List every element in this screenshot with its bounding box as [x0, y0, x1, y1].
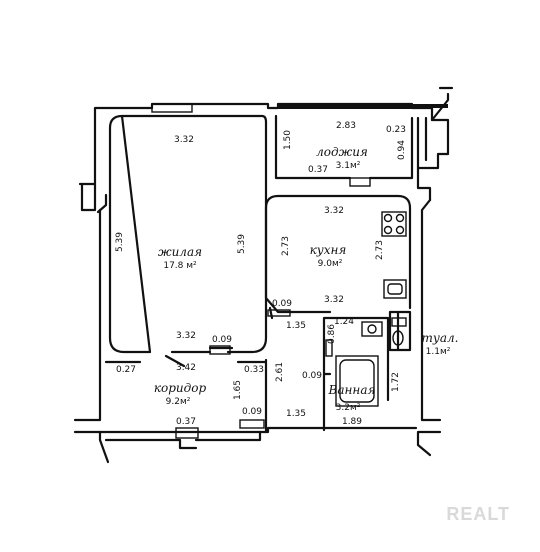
dim-living-right: 5.39	[237, 234, 247, 254]
dim-kitchen-top: 3.32	[324, 206, 344, 216]
dim-kitchen-bottom: 3.32	[324, 295, 344, 305]
dim-corridor-h2: 1.35	[286, 409, 306, 419]
dim-bath-top: 1.24	[334, 317, 354, 327]
toilet-icon	[391, 317, 407, 346]
toilet-name: туал.	[422, 331, 459, 345]
corridor-door-bottom	[239, 419, 265, 429]
dim-bath-door: 0.09	[302, 371, 322, 381]
kitchen-area: 9.0м²	[318, 259, 343, 269]
dim-kitchen-left: 2.73	[281, 236, 291, 256]
stove-icon	[381, 211, 407, 237]
kitchen-door	[267, 309, 291, 317]
dim-loggia-side: 0.94	[397, 140, 407, 160]
corridor-entry-door	[175, 427, 199, 439]
dim-loggia-right: 0.23	[386, 125, 406, 135]
kitchen-sink-icon	[383, 279, 407, 299]
loggia-door	[349, 177, 371, 187]
living-window	[151, 103, 193, 113]
corridor-partitions	[104, 346, 268, 434]
dim-kitchen-door: 0.09	[272, 299, 292, 309]
dim-bath-bottom: 1.89	[342, 417, 362, 427]
dim-bath-right: 1.72	[391, 372, 401, 392]
loggia-name: лоджия	[316, 145, 368, 159]
dimensions: 3.32 5.39 5.39 3.32 0.09 2.83 1.50 0.23 …	[115, 121, 407, 427]
dim-corridor-v1: 1.65	[233, 380, 243, 400]
dim-corridor-h: 1.35	[286, 321, 306, 331]
dim-loggia-bottom: 0.37	[308, 165, 328, 175]
living-room-area: 17.8 м²	[163, 261, 197, 271]
dim-loggia-left: 1.50	[283, 130, 293, 150]
dim-kitchen-right: 2.73	[375, 240, 385, 260]
dim-living-bottom: 3.32	[176, 331, 196, 341]
loggia-area: 3.1м²	[336, 161, 361, 171]
bath-name: Ванная	[328, 383, 376, 397]
dim-corridor-door: 0.33	[244, 365, 264, 375]
watermark-text: REALT	[446, 504, 510, 524]
bath-door	[325, 339, 333, 357]
living-door	[209, 345, 231, 355]
outer-walls	[73, 86, 454, 464]
corridor-name: коридор	[154, 381, 207, 395]
dim-loggia-top: 2.83	[336, 121, 356, 131]
dim-living-top: 3.32	[174, 135, 194, 145]
kitchen-outline	[264, 194, 412, 320]
dim-corridor-left: 0.27	[116, 365, 136, 375]
dim-corridor-bottom: 0.37	[176, 417, 196, 427]
toilet-area: 1.1м²	[426, 347, 451, 357]
dim-living-left: 5.39	[115, 232, 125, 252]
living-room-name: жилая	[158, 245, 202, 259]
dim-bath-side: 0.86	[327, 324, 337, 344]
loggia-parapet	[278, 104, 412, 109]
kitchen-name: кухня	[310, 243, 347, 257]
bathtub-icon	[335, 355, 379, 407]
loggia-window-bar	[412, 104, 448, 108]
dim-living-door: 0.09	[212, 335, 232, 345]
dim-corridor-door2: 0.09	[242, 407, 262, 417]
washbasin-icon	[361, 321, 383, 337]
dim-corridor-v2: 2.61	[275, 362, 285, 382]
bath-outline	[322, 316, 390, 432]
dim-corridor-top: 3.42	[176, 363, 196, 373]
bath-area: 3.2м²	[336, 403, 361, 413]
corridor-area: 9.2м²	[166, 397, 191, 407]
loggia-outline	[274, 114, 414, 180]
